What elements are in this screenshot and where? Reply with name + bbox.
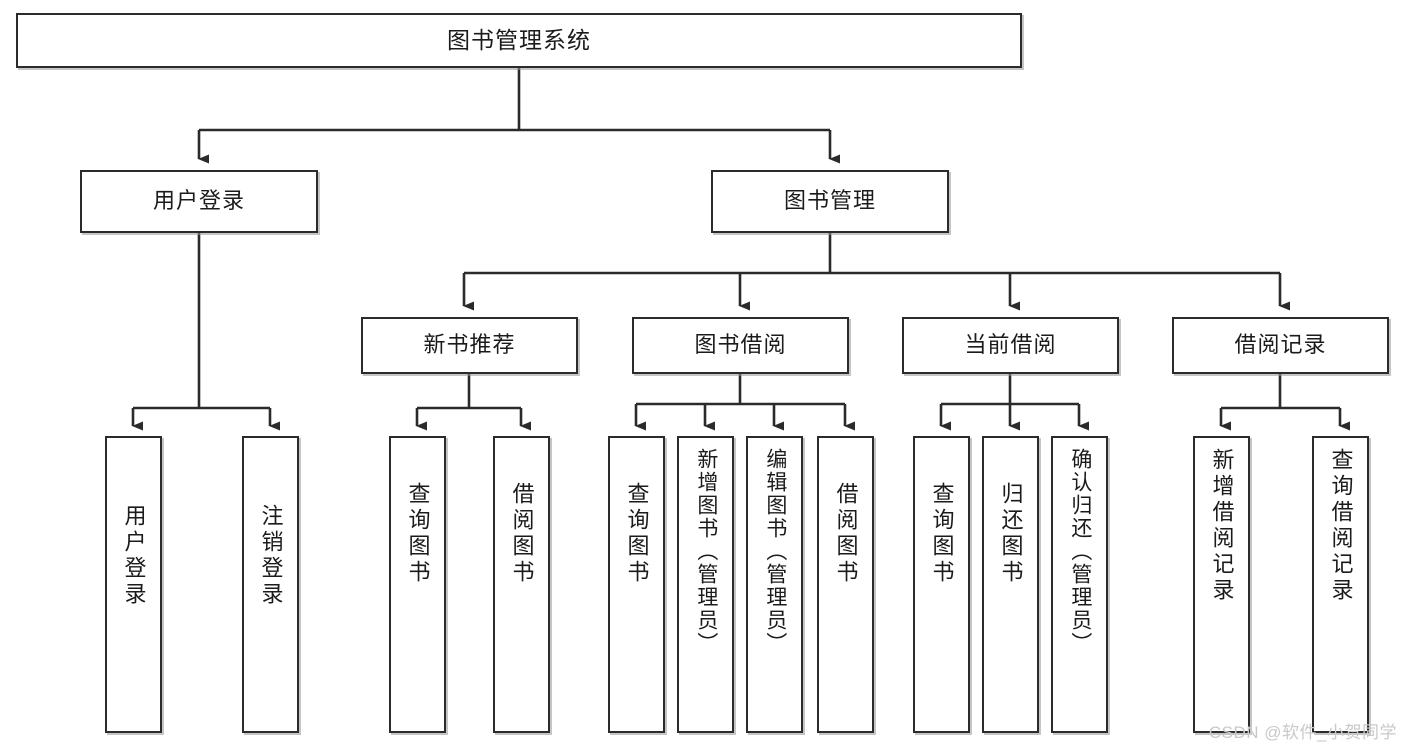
leaf-br-query-record[interactable]: 查询借阅记录 bbox=[1312, 436, 1369, 733]
leaf-cb-confirm-return-label: 确认归还（管理员） bbox=[1068, 448, 1092, 655]
leaf-cb-return-book[interactable]: 归还图书 bbox=[982, 436, 1039, 733]
leaf-cb-query-book[interactable]: 查询图书 bbox=[913, 436, 970, 733]
node-book-management-label: 图书管理 bbox=[783, 188, 876, 214]
leaf-bb-borrow-book-label: 借阅图书 bbox=[833, 482, 859, 586]
leaf-br-add-record[interactable]: 新增借阅记录 bbox=[1193, 436, 1250, 733]
node-book-borrow[interactable]: 图书借阅 bbox=[632, 317, 849, 374]
leaf-bb-add-book[interactable]: 新增图书（管理员） bbox=[677, 436, 734, 733]
node-user-login-label: 用户登录 bbox=[152, 188, 245, 214]
leaf-cb-return-book-label: 归还图书 bbox=[998, 482, 1024, 586]
leaf-logout-label: 注销登录 bbox=[258, 504, 284, 608]
leaf-br-add-record-label: 新增借阅记录 bbox=[1209, 448, 1235, 604]
leaf-nb-borrow-book[interactable]: 借阅图书 bbox=[493, 436, 550, 733]
node-root-label: 图书管理系统 bbox=[447, 26, 591, 53]
leaf-logout[interactable]: 注销登录 bbox=[242, 436, 299, 733]
node-book-borrow-label: 图书借阅 bbox=[694, 332, 787, 358]
leaf-nb-borrow-book-label: 借阅图书 bbox=[509, 482, 535, 586]
leaf-cb-query-book-label: 查询图书 bbox=[929, 482, 955, 586]
node-current-borrow[interactable]: 当前借阅 bbox=[902, 317, 1119, 374]
leaf-user-login-label: 用户登录 bbox=[121, 504, 147, 608]
leaf-bb-query-book-label: 查询图书 bbox=[624, 482, 650, 586]
leaf-bb-add-book-label: 新增图书（管理员） bbox=[694, 448, 718, 655]
leaf-nb-query-book-label: 查询图书 bbox=[405, 482, 431, 586]
node-new-book-recommend[interactable]: 新书推荐 bbox=[361, 317, 578, 374]
leaf-bb-edit-book[interactable]: 编辑图书（管理员） bbox=[746, 436, 803, 733]
node-root[interactable]: 图书管理系统 bbox=[16, 13, 1022, 68]
node-book-management[interactable]: 图书管理 bbox=[711, 170, 949, 233]
node-current-borrow-label: 当前借阅 bbox=[964, 332, 1057, 358]
leaf-br-query-record-label: 查询借阅记录 bbox=[1328, 448, 1354, 604]
node-borrow-record-label: 借阅记录 bbox=[1234, 332, 1327, 358]
leaf-nb-query-book[interactable]: 查询图书 bbox=[389, 436, 446, 733]
leaf-bb-borrow-book[interactable]: 借阅图书 bbox=[817, 436, 874, 733]
leaf-bb-query-book[interactable]: 查询图书 bbox=[608, 436, 665, 733]
csdn-watermark: CSDN @软件_小贺同学 bbox=[1208, 723, 1397, 742]
node-new-book-recommend-label: 新书推荐 bbox=[423, 332, 516, 358]
leaf-bb-edit-book-label: 编辑图书（管理员） bbox=[763, 448, 787, 655]
leaf-user-login[interactable]: 用户登录 bbox=[105, 436, 162, 733]
node-borrow-record[interactable]: 借阅记录 bbox=[1172, 317, 1389, 374]
leaf-cb-confirm-return[interactable]: 确认归还（管理员） bbox=[1051, 436, 1108, 733]
node-user-login[interactable]: 用户登录 bbox=[80, 170, 318, 233]
